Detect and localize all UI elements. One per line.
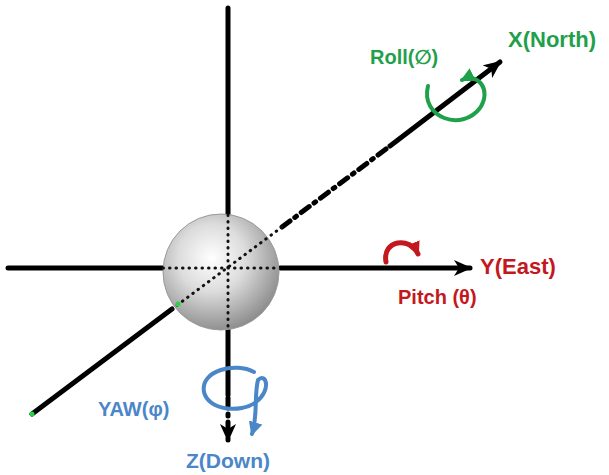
x-axis-dashdot xyxy=(282,146,390,227)
x-axis-front xyxy=(390,62,500,146)
axis-label: X(North) xyxy=(508,28,596,52)
rotation-label: Pitch (θ) xyxy=(398,286,477,308)
yaw-arrow xyxy=(204,368,266,434)
z-axis-upper xyxy=(226,8,231,215)
axis-lines xyxy=(8,8,500,440)
x-axis-hidden xyxy=(172,227,282,309)
z-axis-arrow xyxy=(226,398,231,440)
roll-arrow xyxy=(427,78,485,120)
y-axis-right xyxy=(280,266,470,271)
axis-label: Y(East) xyxy=(480,255,556,279)
sphere-body xyxy=(163,214,279,330)
axis-end-dot xyxy=(30,412,35,417)
y-axis-left xyxy=(8,266,163,271)
rotation-label: Roll(∅) xyxy=(370,46,438,68)
rotation-label: YAW(φ) xyxy=(98,398,169,420)
z-axis-hidden xyxy=(227,215,230,330)
axis-end-dot xyxy=(176,302,181,307)
axis-label: Z(Down) xyxy=(186,449,270,472)
y-axis-hidden xyxy=(163,267,280,270)
z-axis-lower xyxy=(226,330,231,395)
pitch-arrow xyxy=(386,243,418,262)
hidden-axis-dots xyxy=(163,215,282,330)
